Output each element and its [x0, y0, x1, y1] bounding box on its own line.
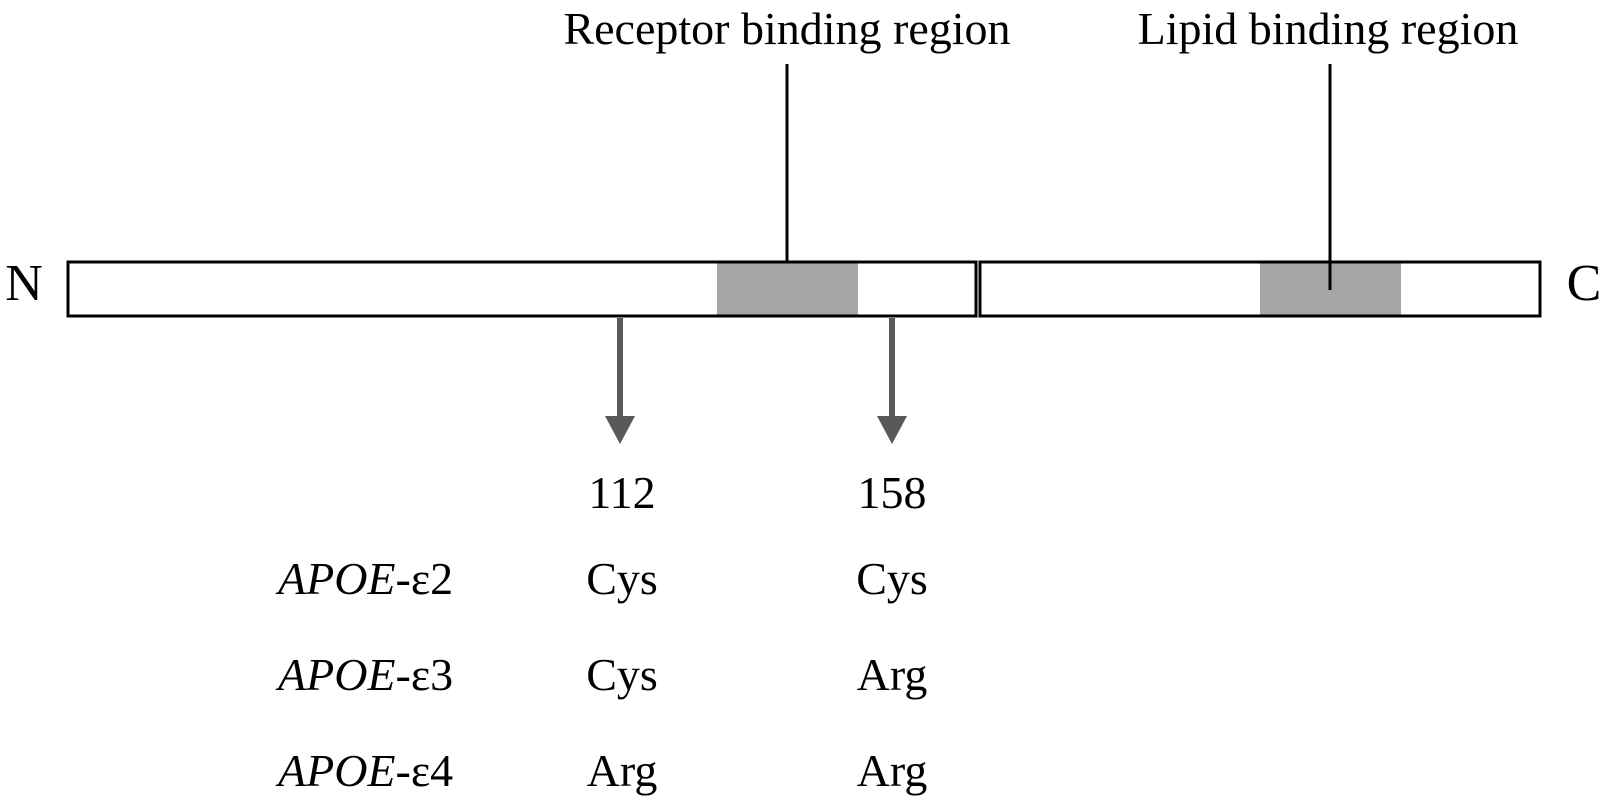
allele-label: APOE-ε2	[275, 553, 453, 604]
n-terminus-label: N	[5, 255, 43, 312]
allele-label: APOE-ε3	[275, 649, 453, 700]
receptor-binding-region-label: Receptor binding region	[563, 3, 1010, 54]
allele-row: APOE-ε4 Arg Arg	[275, 745, 927, 796]
allele-gene: APOE	[275, 649, 396, 700]
allele-suffix: -ε3	[396, 649, 454, 700]
position-158-label: 158	[858, 467, 927, 518]
c-terminus-label: C	[1567, 255, 1602, 312]
allele-residue-112: Cys	[586, 649, 658, 700]
allele-gene: APOE	[275, 553, 396, 604]
arrow-112	[605, 318, 635, 444]
allele-label: APOE-ε4	[275, 745, 453, 796]
allele-residue-158: Cys	[856, 553, 928, 604]
allele-suffix: -ε2	[396, 553, 454, 604]
receptor-binding-region	[717, 263, 858, 315]
allele-row: APOE-ε2 Cys Cys	[275, 553, 928, 604]
allele-residue-158: Arg	[857, 649, 928, 700]
allele-residue-158: Arg	[857, 745, 928, 796]
allele-gene: APOE	[275, 745, 396, 796]
allele-suffix: -ε4	[396, 745, 454, 796]
allele-residue-112: Arg	[587, 745, 658, 796]
allele-row: APOE-ε3 Cys Arg	[275, 649, 927, 700]
allele-residue-112: Cys	[586, 553, 658, 604]
arrow-158	[877, 318, 907, 444]
lipid-binding-region-label: Lipid binding region	[1138, 3, 1519, 54]
position-112-label: 112	[588, 467, 655, 518]
